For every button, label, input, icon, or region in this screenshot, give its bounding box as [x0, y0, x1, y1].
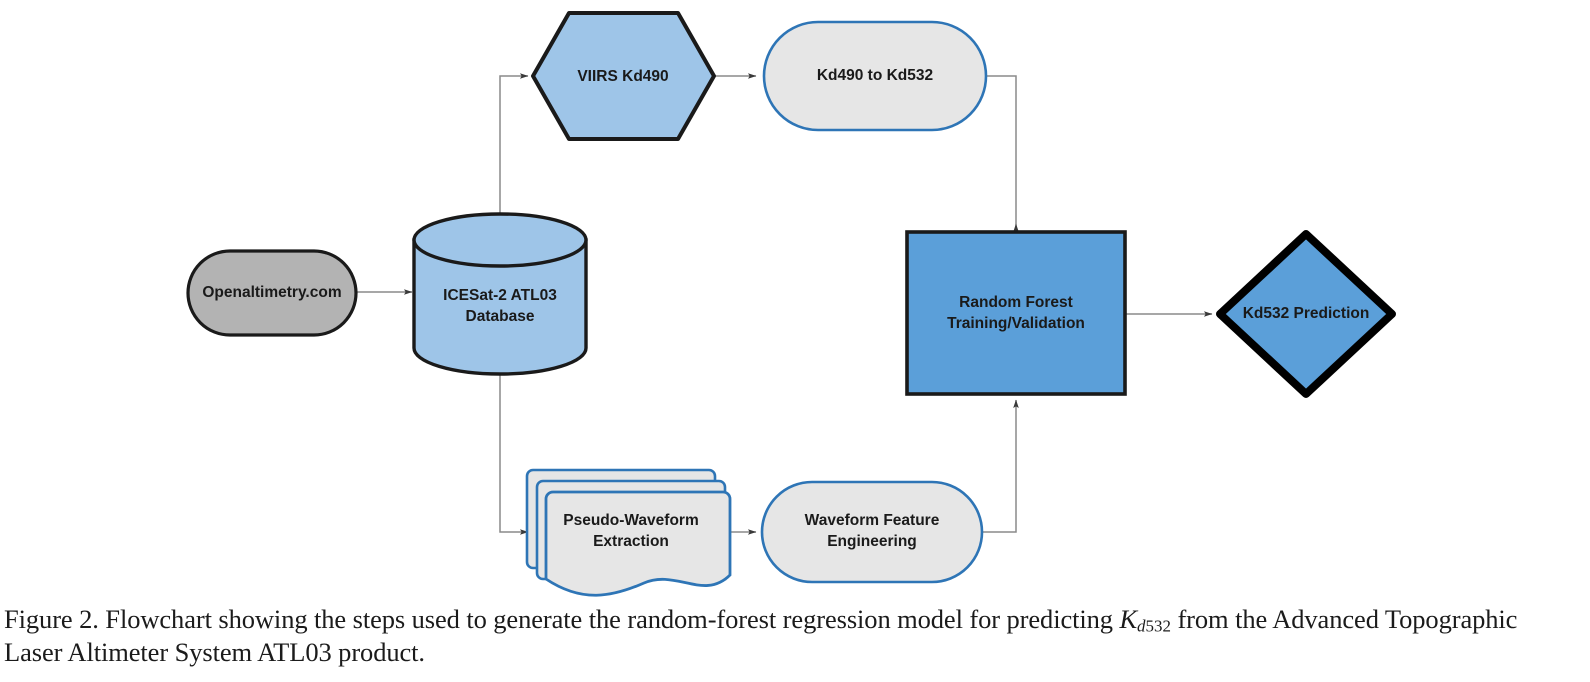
node-kd-convert[interactable]: Kd490 to Kd532 [762, 20, 988, 132]
database-body-shape[interactable] [412, 238, 588, 376]
viirs-shape[interactable] [531, 11, 716, 141]
prediction-shape[interactable] [1216, 230, 1396, 398]
node-random-forest[interactable]: Random Forest Training/Validation [905, 230, 1127, 396]
caption-suffix: from the Advanced Topographic Laser Alti… [4, 604, 1518, 667]
node-waveform-features[interactable]: Waveform Feature Engineering [760, 480, 984, 584]
edge-waveform-features-to-random-forest [982, 399, 1019, 533]
edge-database-to-viirs [499, 73, 529, 222]
caption-symbol-sub-rest: 532 [1145, 616, 1171, 636]
edge-database-to-pseudo-waveform [499, 368, 529, 535]
caption-symbol-sub-italic: d [1137, 616, 1146, 636]
database-top-ellipse [412, 212, 588, 268]
node-pseudo-waveform[interactable]: Pseudo-Waveform Extraction [525, 468, 732, 597]
flowchart-diagram: Openaltimetry.com ICESat-2 ATL03 Databas… [186, 11, 1396, 597]
figure-caption: Figure 2. Flowchart showing the steps us… [4, 604, 1564, 668]
random-forest-shape[interactable] [905, 230, 1127, 396]
openaltimetry-shape[interactable] [186, 249, 358, 337]
node-viirs[interactable]: VIIRS Kd490 [531, 11, 716, 141]
node-database[interactable]: ICESat-2 ATL03 Database [412, 212, 588, 376]
caption-symbol-base: K [1119, 604, 1138, 634]
edge-kd-convert-to-random-forest [986, 75, 1019, 232]
node-openaltimetry[interactable]: Openaltimetry.com [186, 249, 358, 337]
caption-symbol-subscript: d532 [1137, 617, 1171, 636]
kd-convert-shape[interactable] [762, 20, 988, 132]
node-prediction[interactable]: Kd532 Prediction [1216, 230, 1396, 398]
pseudo-waveform-sheet-front[interactable] [544, 490, 732, 597]
caption-prefix: Figure 2. Flowchart showing the steps us… [4, 604, 1120, 634]
waveform-features-shape[interactable] [760, 480, 984, 584]
